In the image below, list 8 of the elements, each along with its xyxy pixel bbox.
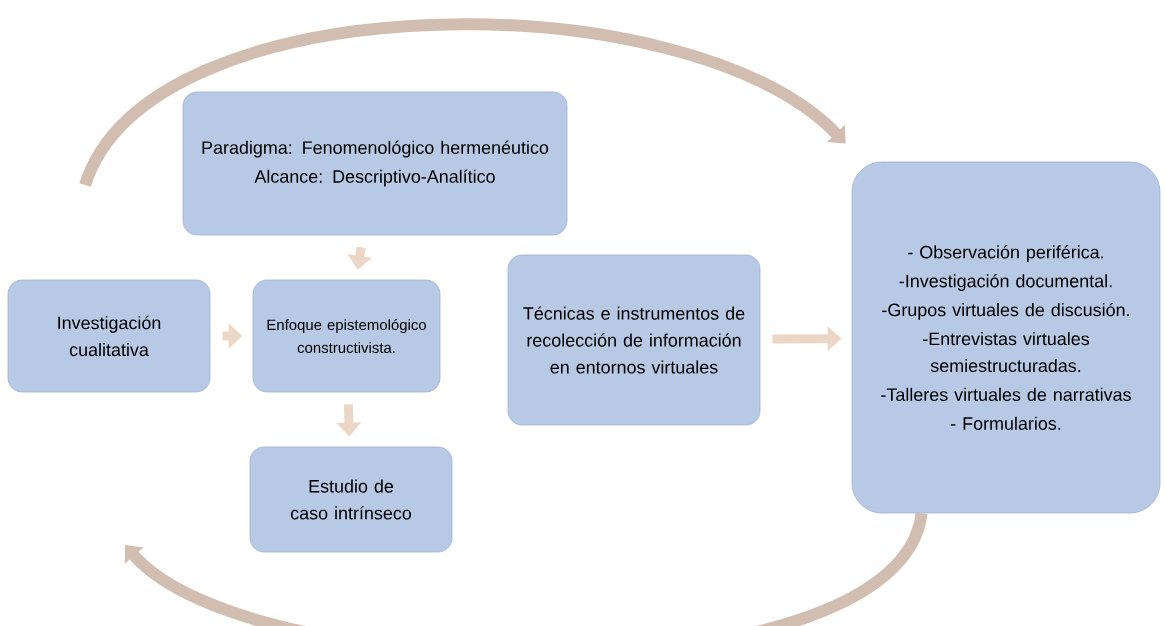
process-box: - Observación periférica. -Investigación documental. -Grupos virtuales de discusión. -Entrevistas virtuales semiestructuradas. -Talleres virtuales de narrativas - Formularios. <box>851 161 1161 514</box>
process-box: Técnicas e instrumentos de recolección de información en entornos virtuales <box>507 254 761 426</box>
process-box: Enfoque epistemológico constructivista. <box>252 279 441 393</box>
arrow <box>79 18 846 188</box>
process-box: Investigación cualitativa <box>7 279 211 393</box>
arrow <box>124 511 928 626</box>
process-box: Estudio de caso intrínseco <box>249 446 453 553</box>
process-box: Paradigma: Fenomenológico hermenéutico Alcance: Descriptivo-Analítico <box>182 91 568 236</box>
